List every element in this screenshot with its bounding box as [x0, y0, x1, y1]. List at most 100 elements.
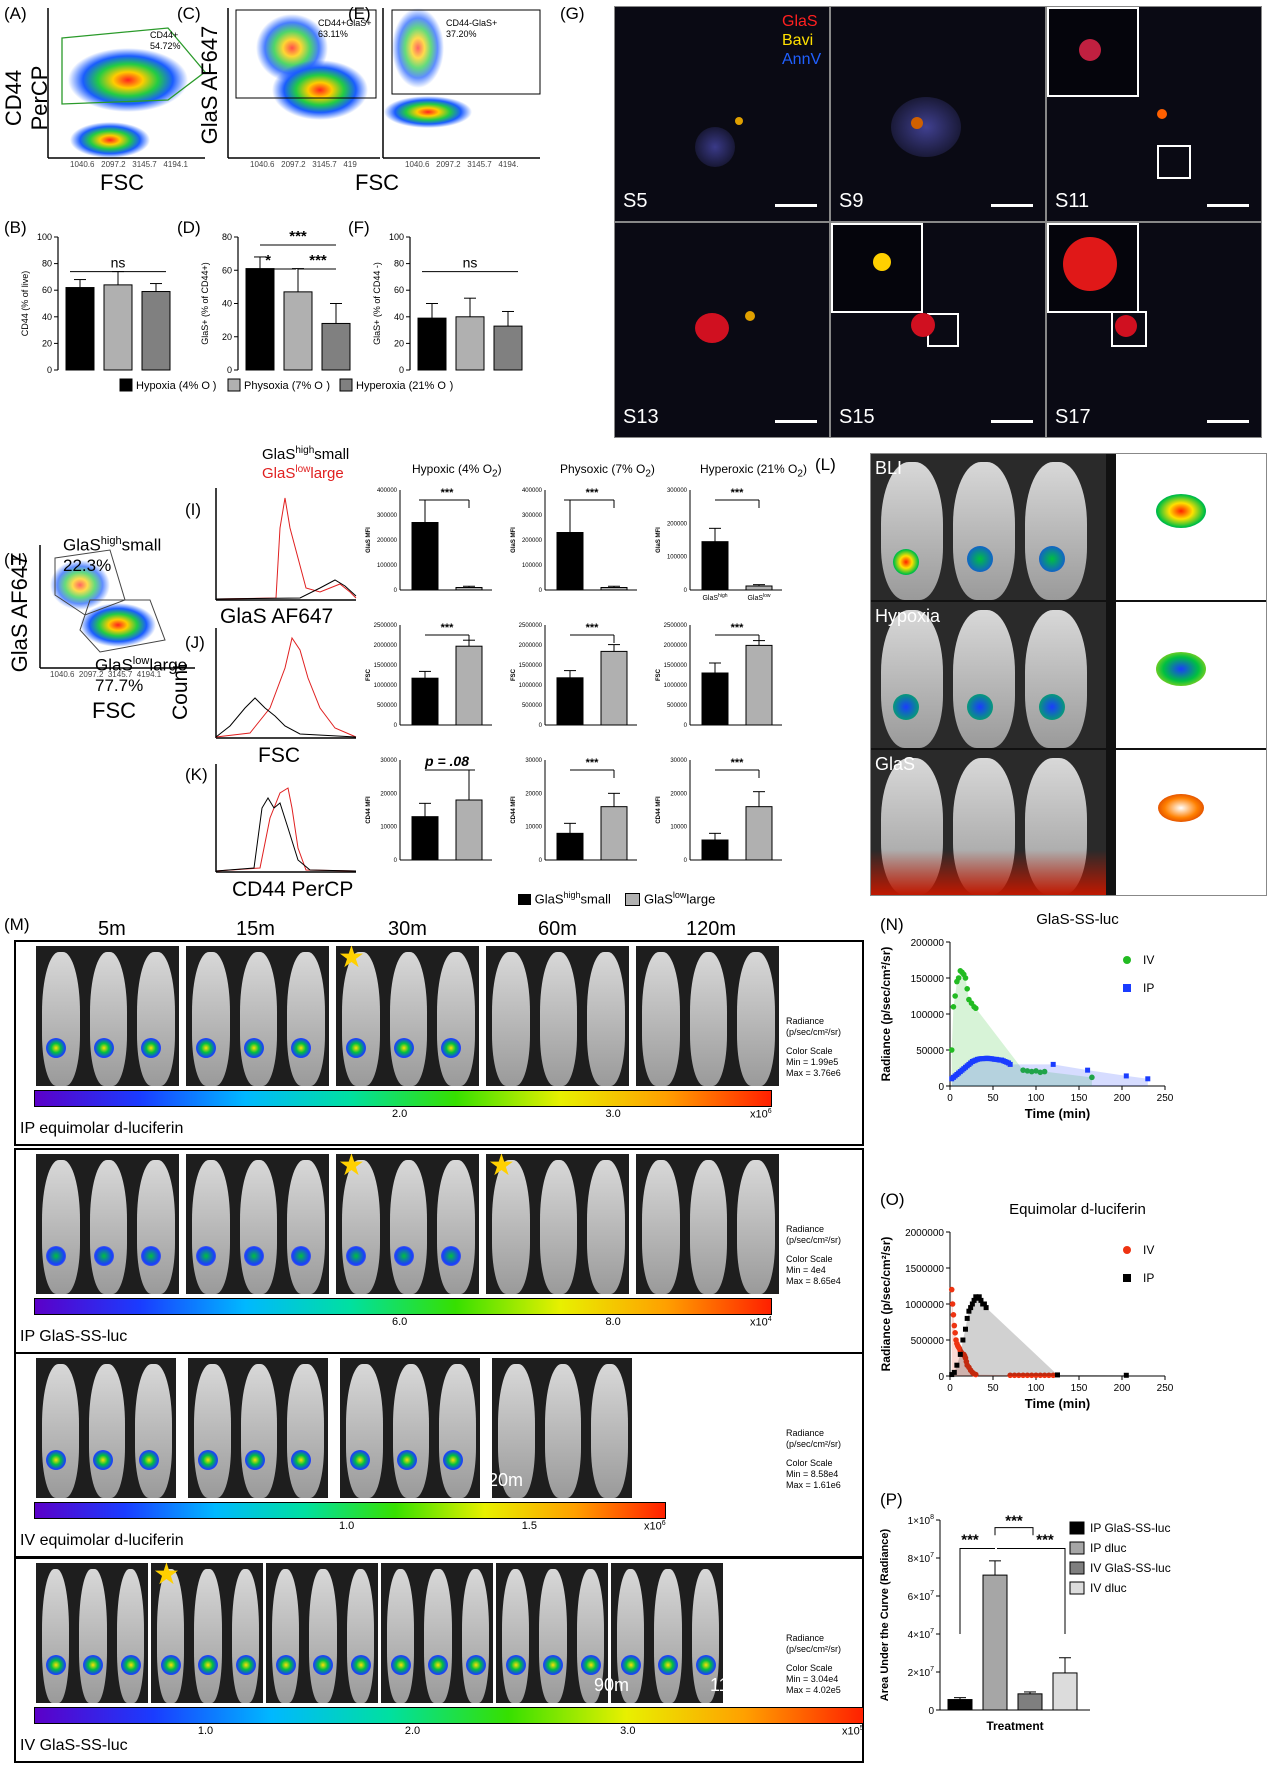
y-tick-label: 10000	[525, 825, 542, 831]
field-s15: S15	[830, 222, 1046, 438]
y-tick-label: 0	[399, 365, 404, 375]
y-tick-label: 500000	[667, 703, 688, 709]
y-tick-label: 0	[539, 858, 543, 864]
y-tick-label: 100000	[522, 563, 543, 569]
field-s9: S9	[830, 6, 1046, 222]
bli-panel-l: BLI Hypoxia GlaS	[870, 453, 1267, 896]
area-ip	[951, 1296, 1127, 1376]
y-tick-label: 2×107	[908, 1666, 935, 1679]
y-axis-label: CD44 MFI	[656, 796, 662, 824]
panel-label-o: (O)	[880, 1190, 905, 1209]
bli-organ-1	[1116, 454, 1266, 600]
y-tick-label: 4×107	[908, 1628, 935, 1641]
col-title-physoxic: Physoxic (7% O2)	[560, 462, 655, 480]
sig-annotation: ***	[586, 757, 600, 769]
scale-tick: 3.0	[620, 1725, 636, 1737]
bar	[600, 806, 628, 861]
y-tick-label: 0	[684, 723, 688, 729]
scale-exponent: x105	[842, 1725, 864, 1738]
ijk-legend: GlaShighsmall GlaSlowlarge	[518, 890, 715, 907]
legend-swatch	[339, 378, 353, 392]
y-axis-label: GlaS MFI	[511, 527, 517, 553]
y-tick-label: 300000	[522, 513, 543, 519]
scale-tick: 2.0	[392, 1108, 408, 1120]
x-axis-label-i: GlaS AF647	[220, 605, 334, 628]
point-iv	[1037, 1372, 1044, 1379]
gate-label-e: CD44-GlaS+ 37.20%	[446, 18, 498, 39]
star-icon: ★	[338, 946, 365, 974]
panel-label-c: (C)	[177, 4, 201, 23]
point-iv	[952, 993, 958, 999]
y-tick-label: 20000	[380, 791, 397, 797]
panel-label-j: (J)	[185, 633, 205, 652]
flow-plot-c	[227, 8, 380, 159]
bar	[556, 832, 584, 861]
y-tick-label: 100000	[667, 555, 688, 561]
bar	[411, 677, 439, 726]
x-tick-label: 250	[1157, 1383, 1174, 1394]
histograms-ijk	[215, 488, 357, 873]
scale-exponent: x104	[750, 1316, 772, 1329]
y-tick-label: 1500000	[519, 663, 543, 669]
y-axis-label: GlaS+ (% of CD44+)	[200, 262, 210, 345]
y-tick-label: 30000	[670, 758, 687, 764]
x-tick-label: 200	[1114, 1093, 1131, 1104]
bar	[411, 816, 439, 861]
point-iv	[949, 1301, 956, 1307]
mouse-image	[188, 1358, 328, 1498]
bar-hypoxia	[245, 268, 275, 371]
scale-tick: 8.0	[605, 1316, 621, 1328]
sig-annotation: ***	[309, 252, 327, 269]
point-iv	[948, 1047, 955, 1053]
flow-plot-h	[39, 545, 195, 669]
mouse-image	[186, 1154, 329, 1294]
panel-label-g: (G)	[560, 4, 585, 23]
y-tick-label: 8×107	[908, 1552, 935, 1565]
point-ip	[951, 1369, 957, 1375]
y-tick-label: 500000	[377, 703, 398, 709]
sig-annotation: ***	[961, 1532, 979, 1549]
y-axis-label: FSC	[366, 668, 372, 681]
scale-tick: 1.0	[339, 1520, 355, 1532]
x-axis-label: Treatment	[986, 1719, 1043, 1733]
bli-row-hypoxia: Hypoxia	[871, 602, 1106, 748]
legend-marker	[1123, 984, 1131, 992]
gate-pct-h-low: 77.7%	[95, 676, 144, 695]
bar-hyperoxia	[141, 291, 171, 371]
point-iv	[950, 1312, 957, 1318]
y-axis-label: GlaS+ (% of CD44 -)	[372, 262, 382, 345]
y-tick-label: 20	[394, 338, 404, 348]
y-tick-label: 1000000	[519, 683, 543, 689]
panel-label-h: (H)	[4, 550, 28, 569]
x-tick-label: GlaShigh	[702, 593, 727, 602]
panel-label-p: (P)	[880, 1490, 903, 1509]
x-tick-label: 100	[1028, 1383, 1045, 1394]
y-tick-label: 2000000	[519, 643, 543, 649]
legend-swatch	[227, 378, 241, 392]
legend-label: IV dluc	[1090, 1581, 1127, 1595]
xticks-e: 1040.6 2097.2 3145.7 4194.	[405, 160, 519, 169]
mouse-image	[611, 1563, 723, 1703]
mouse-image: ★	[336, 1154, 479, 1294]
point-ip	[981, 1301, 987, 1307]
panel-label-f: (F)	[348, 218, 370, 237]
mouse-image	[496, 1563, 608, 1703]
mouse-image	[266, 1563, 378, 1703]
point-iv	[1007, 1372, 1013, 1379]
y-axis-label: CD44 MFI	[366, 796, 372, 824]
panel-label-n: (N)	[880, 915, 904, 934]
y-tick-label: 80	[222, 232, 232, 242]
point-iv	[1020, 1372, 1026, 1379]
y-tick-label: 30000	[380, 758, 397, 764]
y-tick-label: 1×108	[908, 1514, 935, 1527]
star-icon: ★	[338, 1154, 365, 1182]
y-tick-label: 0	[394, 588, 398, 594]
y-tick-label: 200000	[667, 521, 688, 527]
legend-swatch	[1069, 1581, 1085, 1595]
bar-hypoxia	[417, 317, 447, 371]
row-caption: IV GlaS-SS-luc	[20, 1737, 128, 1754]
mouse-image	[636, 946, 779, 1086]
